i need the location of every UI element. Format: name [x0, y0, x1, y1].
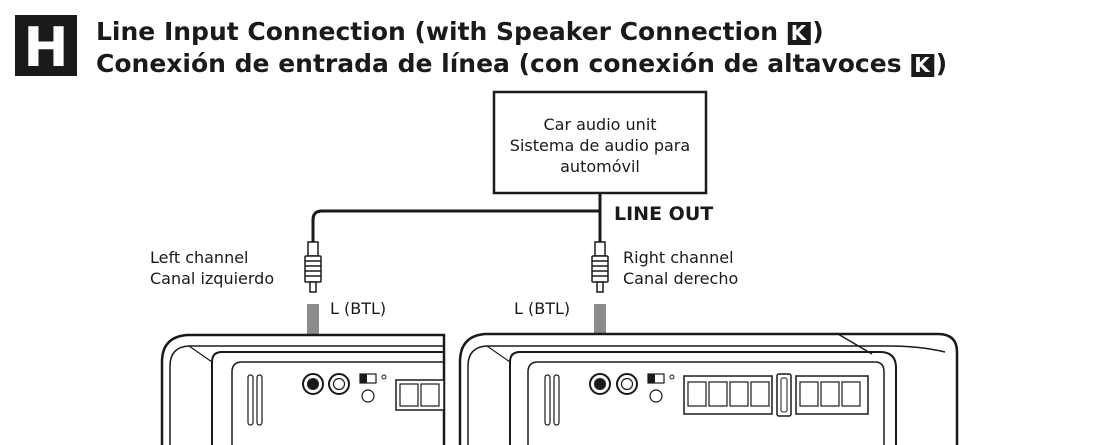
car-audio-unit-box	[492, 90, 708, 195]
car-audio-unit-label-es-2: automóvil	[560, 157, 640, 176]
right-input-label: L (BTL)	[514, 299, 570, 318]
car-audio-unit: Car audio unit Sistema de audio para aut…	[492, 90, 708, 195]
left-rca-plug	[304, 241, 322, 293]
right-channel-label-en: Right channel	[623, 248, 734, 267]
line-out-label: LINE OUT	[614, 203, 713, 225]
left-channel-label-es: Canal izquierdo	[150, 269, 274, 288]
left-channel-label-en: Left channel	[150, 248, 249, 267]
right-amplifier	[458, 332, 959, 445]
section-badge	[15, 15, 77, 76]
rca-cable	[311, 193, 602, 242]
right-rca-plug	[591, 241, 609, 293]
title-english: Line Input Connection (with Speaker Conn…	[96, 17, 824, 46]
car-audio-unit-label-en: Car audio unit	[543, 115, 656, 134]
title-spanish-ref-box	[911, 54, 935, 77]
left-input-label: L (BTL)	[330, 299, 386, 318]
section-header: H Line Input Connection (with Speaker Co…	[15, 15, 947, 79]
title-spanish: Conexión de entrada de línea (con conexi…	[96, 49, 947, 78]
left-amplifier	[160, 333, 446, 445]
title-spanish-ref-letter: K	[914, 53, 931, 77]
title-english-ref-letter: K	[791, 21, 808, 45]
left-cable-wire	[311, 209, 600, 242]
right-channel-label-es: Canal derecho	[623, 269, 738, 288]
section-badge-letter: H	[23, 16, 68, 79]
title-english-ref-box	[787, 22, 811, 45]
car-audio-unit-label-es-1: Sistema de audio para	[510, 136, 690, 155]
